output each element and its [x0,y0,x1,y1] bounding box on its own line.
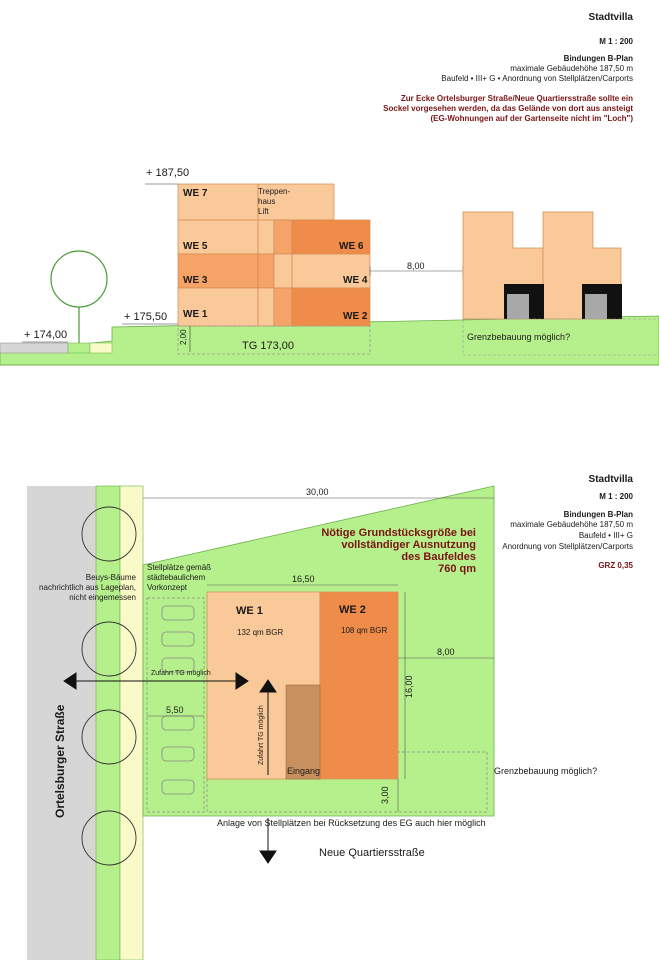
plan-grenz-label: Grenzbebauung möglich? [494,766,598,776]
stair-top [257,183,335,221]
parking-note-l2: städtebaulichem [147,573,206,582]
level-street-label: + 174,00 [24,329,68,341]
section-bindungen: Bindungen B-Plan [563,54,633,63]
dim-165-label: 16,50 [292,574,315,584]
plan-arrows [63,672,277,864]
floor-we4 [291,253,371,289]
garage-right-door [585,294,607,319]
eingang-label: Eingang [287,766,321,776]
grenz-dashed-section [462,318,659,356]
dim-8-label: 8,00 [437,647,455,657]
tree-2 [81,621,137,677]
arrow-right [235,672,249,690]
plan-anordnung: Anordnung von Stellplätzen/Carports [502,542,633,551]
tg-outline [177,325,371,355]
plan-bindungen: Bindungen B-Plan [563,510,633,519]
label-we1: WE 1 [183,309,208,320]
ortelsburger-strasse-label: Ortelsburger Straße [53,704,67,818]
plan-scale: M 1 : 200 [599,492,633,501]
parking-cars [161,605,195,795]
section-scale: M 1 : 200 [599,37,633,46]
dim-3-label: 3,00 [380,786,390,804]
plan-grz: GRZ 0,35 [598,561,633,570]
stair-label-l3: Lift [258,207,269,216]
section-grenz-label: Grenzbebauung möglich? [467,332,571,342]
car-5 [161,746,195,762]
label-we5: WE 5 [183,241,208,252]
section-title: Stadtvilla [588,12,633,23]
zufahrt-tg-vertical: Zufahrt TG möglich [258,705,265,765]
beuys-trees [81,506,137,866]
arrow-up [259,679,277,693]
car-6 [161,779,195,795]
section-drawing [0,183,659,366]
trees-note: Beuys-Bäume nachrichtlich aus Lageplan, … [39,573,136,603]
req-line1: Nötige Grundstücksgröße bei [321,527,476,539]
plan-eingang [285,684,321,780]
parking-note-l1: Stellplätze gemäß [147,563,212,572]
neighbour-houses [462,211,622,320]
plan-baufeld: Baufeld • III+ G [578,531,633,540]
trees-note-l3: nicht eingemessen [69,593,136,602]
zufahrt-tg-horizontal: Zufahrt TG möglich [151,670,211,677]
parking-note: Stellplätze gemäß städtebaulichem Vorkon… [147,563,211,593]
floor-we1 [177,287,259,327]
plan-title: Stadtvilla [588,474,633,485]
anlage-note: Anlage von Stellplätzen bei Rücksetzung … [217,818,486,828]
tree-4 [81,810,137,866]
section-note-line1: Zur Ecke Ortelsburger Straße/Neue Quarti… [400,94,633,103]
plan-we2-label: WE 2 [339,604,366,616]
parking-note-l3: Vorkonzept [147,583,188,592]
dist-label: 8,00 [407,261,425,271]
car-1 [161,605,195,621]
plan-we2 [319,591,399,780]
req-line4: 760 qm [438,563,476,575]
arrow-left [63,672,77,690]
car-2 [161,631,195,647]
dim-16-label: 16,00 [404,675,414,698]
plan-we1-area: 132 qm BGR [237,628,284,637]
section-note-line2: Sockel vorgesehen werden, da das Gelände… [383,104,633,113]
section-strip-yellow [89,342,113,354]
plan-we2-area: 108 qm BGR [341,626,388,635]
garage-left-door [507,294,529,319]
label-we3: WE 3 [183,275,208,286]
section-note-line3: (EG-Wohnungen auf der Gartenseite nicht … [430,114,633,123]
req-line2: vollständiger Ausnutzung [341,539,476,551]
label-we7: WE 7 [183,188,208,199]
label-we4: WE 4 [343,275,368,286]
trees-note-l1: Beuys-Bäume [85,573,136,582]
req-line3: des Baufeldes [401,551,476,563]
neue-quartiersstrasse-label: Neue Quartiersstraße [319,847,425,859]
section-building [177,183,371,327]
ortelsburger-street [27,486,96,960]
section-hoehe: maximale Gebäudehöhe 187,50 m [510,64,633,73]
plan-hoehe: maximale Gebäudehöhe 187,50 m [510,520,633,529]
dim-55-label: 5,50 [166,705,184,715]
parking-zone [146,597,205,813]
plan-dimensions [143,497,494,812]
tree-1 [81,506,137,562]
car-3 [161,657,195,673]
trees-note-l2: nachrichtlich aus Lageplan, [39,583,136,592]
label-we2: WE 2 [343,311,368,322]
stair-label-l2: haus [258,197,276,206]
floor-we5 [177,219,259,255]
arrow-down [259,850,277,864]
level-ground-label: + 175,50 [124,311,168,323]
section-baufeld: Baufeld • III+ G • Anordnung von Stellpl… [441,74,633,83]
dim-30-label: 30,00 [306,487,329,497]
stair-label: Treppen- haus Lift [258,187,290,217]
section-ground [0,315,659,366]
level-top-label: + 187,50 [146,167,190,179]
floor-we7 [177,183,259,221]
plan-we1-label: WE 1 [236,605,263,617]
tree-3 [81,709,137,765]
stair-label-l1: Treppen- [258,187,291,196]
floor-we3 [177,253,259,289]
label-we6: WE 6 [339,241,364,252]
tg-label: TG 173,00 [242,340,294,352]
plan-strip-green [95,485,121,960]
